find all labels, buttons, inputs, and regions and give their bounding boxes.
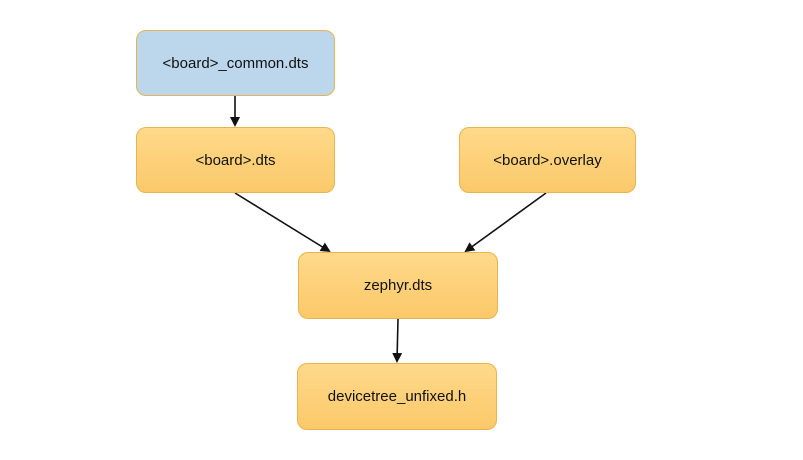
node-board-dts: <board>.dts [136, 127, 335, 193]
node-label: <board>.overlay [493, 151, 602, 169]
edge-zephyr-to-unfixed [392, 318, 403, 363]
node-label: devicetree_unfixed.h [327, 388, 467, 405]
edge-overlay-to-zephyr [464, 192, 547, 253]
node-label: zephyr.dts [363, 277, 433, 294]
node-label: <board>.dts [195, 151, 276, 169]
node-zephyr-dts: zephyr.dts [298, 252, 498, 319]
node-board-overlay: <board>.overlay [459, 127, 636, 193]
node-devicetree-unfixed-h: devicetree_unfixed.h [297, 363, 497, 430]
edge-board-to-zephyr [234, 192, 331, 253]
node-label: <board>_common.dts [162, 54, 309, 72]
node-board-common-dts: <board>_common.dts [136, 30, 335, 96]
